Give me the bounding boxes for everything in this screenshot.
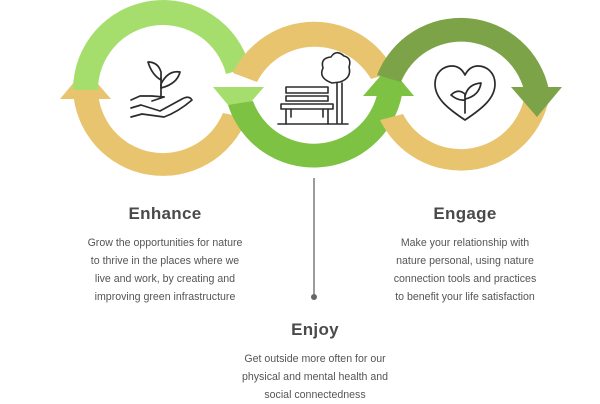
engage-line: to benefit your life satisfaction: [395, 291, 535, 303]
enhance-description: Grow the opportunities for nature to thr…: [55, 234, 275, 306]
engage-line: Make your relationship with: [400, 237, 530, 249]
engage-ring-right-arrowhead: [511, 87, 562, 117]
enhance-ring-right-arrowhead: [213, 87, 264, 117]
engage-line: connection tools and practices: [393, 273, 537, 285]
enjoy-title: Enjoy: [291, 320, 339, 339]
enjoy-line: social connectedness: [264, 389, 366, 401]
enhance-line: live and work, by creating and: [94, 273, 236, 285]
engage-section: Engage Make your relationship with natur…: [355, 204, 575, 306]
enhance-line: to thrive in the places where we: [90, 255, 240, 267]
engage-ring-top-arc: [377, 17, 549, 91]
plant-hand-icon: [130, 61, 193, 118]
heart-leaf-icon: [434, 65, 496, 121]
enhance-ring-bottom-arc: [73, 90, 247, 176]
enhance-section: Enhance Grow the opportunities for natur…: [55, 204, 275, 306]
enhance-line: Grow the opportunities for nature: [87, 237, 243, 249]
enhance-ring-top-arc: [73, 0, 250, 90]
enjoy-description: Get outside more often for our physical …: [205, 350, 425, 404]
engage-line: nature personal, using nature: [396, 255, 534, 267]
enjoy-ring-bottom-arc: [228, 95, 402, 168]
enjoy-line: Get outside more often for our: [244, 353, 386, 365]
enhance-title: Enhance: [128, 204, 202, 223]
enjoy-connector-dot: [311, 294, 317, 300]
engage-ring-bottom-arc: [380, 99, 549, 171]
enjoy-section: Enjoy Get outside more often for our phy…: [205, 320, 425, 404]
enjoy-ring-up-arrowhead: [363, 66, 414, 96]
enhance-line: improving green infrastructure: [94, 291, 236, 303]
park-bench-tree-icon: [277, 51, 351, 125]
enjoy-line: physical and mental health and: [241, 371, 389, 383]
enjoy-ring-top-arc: [233, 21, 395, 82]
engage-description: Make your relationship with nature perso…: [355, 234, 575, 306]
engage-title: Engage: [433, 204, 497, 223]
